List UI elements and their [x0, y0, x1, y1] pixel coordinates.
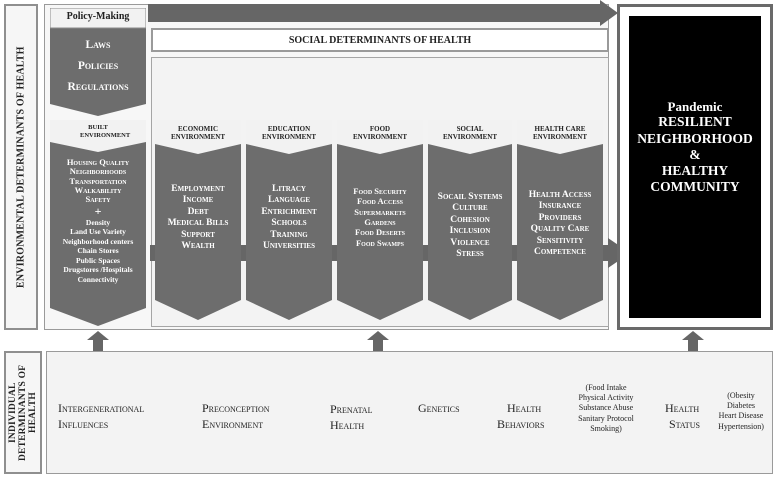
built-item: Neighborhoods: [69, 166, 127, 177]
policy-item: Policies: [77, 60, 119, 72]
up-arrow-left: [87, 331, 109, 351]
health-care-item: Health Access: [528, 190, 592, 200]
health-care-chevron-shape: [517, 120, 603, 320]
policy-items: Laws Policies Regulations: [50, 35, 146, 98]
up-arrow-middle: [367, 331, 389, 351]
education-item: Schools: [271, 218, 307, 229]
economic-item: Medical Bills: [167, 218, 229, 229]
education-item: Universities: [263, 240, 315, 251]
health-care-item: Providers: [538, 212, 582, 223]
food-chevron-shape: [337, 120, 423, 320]
health-care-item: Insurance: [538, 201, 582, 212]
intergenerational-influences: Intergenerational Influences: [58, 401, 145, 432]
economic-item: Income: [182, 195, 214, 206]
health-care-header: HEALTH CARE ENVIRONMENT: [532, 125, 588, 142]
education-items: Litracy Language Entrichment Schools Tra…: [246, 184, 332, 252]
education-item: Entrichment: [261, 206, 317, 217]
economic-item: Support: [181, 229, 215, 240]
health-care-item: Sensitivity: [536, 235, 584, 246]
outcome-line: &: [689, 146, 701, 162]
education-environment-column: EDUCATION ENVIRONMENT Litracy Language E…: [246, 120, 332, 320]
preconception-environment: Preconception Environment: [202, 401, 270, 432]
health-behaviors: Health Behaviors: [497, 401, 545, 432]
policy-item: Laws: [85, 39, 111, 51]
social-header: SOCIAL ENVIRONMENT: [442, 125, 498, 142]
social-item: Cohesion: [450, 214, 490, 225]
built-item: Connectivity: [77, 274, 119, 284]
economic-item: Debt: [187, 206, 209, 217]
policy-item: Regulations: [67, 81, 129, 93]
built-item: Housing Quality: [66, 157, 130, 167]
social-environment-column: SOCIAL ENVIRONMENT Socail Systems Cultur…: [428, 120, 512, 320]
built-items: Housing Quality Neighborhoods Transporta…: [50, 157, 146, 284]
food-item: Food Swamps: [355, 237, 405, 248]
social-items: Socail Systems Culture Cohesion Inclusio…: [428, 192, 512, 260]
food-item: Food Security: [353, 186, 407, 196]
education-item: Litracy: [272, 184, 306, 194]
individual-panel: [46, 351, 773, 474]
prenatal-health: Prenatal Health: [330, 402, 373, 433]
built-header: BUILT ENVIRONMENT: [80, 124, 131, 139]
social-item: Stress: [456, 248, 484, 259]
outcome-line: NEIGHBORHOOD: [637, 130, 753, 146]
economic-header: ECONOMIC ENVIRONMENT: [170, 125, 226, 142]
health-behaviors-list: (Food Intake Physical Activity Substance…: [578, 383, 634, 433]
food-items: Food Security Food Access Supermarkets G…: [337, 186, 423, 248]
individual-determinants-label: INDIVIDUAL DETERMINANTS OF HEALTH: [4, 351, 42, 474]
built-item: Chain Stores: [77, 246, 119, 256]
food-item: Supermarkets: [354, 206, 406, 217]
economic-items: Employment Income Debt Medical Bills Sup…: [155, 184, 241, 252]
health-care-items: Health Access Insurance Providers Qualit…: [517, 190, 603, 258]
built-item: Land Use Variety: [70, 227, 126, 237]
top-flow-arrow: [148, 0, 618, 26]
built-item: Walkability: [74, 185, 122, 196]
outcome-line: RESILIENT: [658, 114, 732, 130]
policy-title: Policy-Making: [66, 11, 130, 22]
economic-item: Employment: [171, 184, 225, 194]
built-item: Neighborhood centers: [62, 236, 134, 246]
economic-chevron-shape: [155, 120, 241, 320]
social-chevron-shape: [428, 120, 512, 320]
health-status: Health Status: [665, 401, 700, 432]
economic-item: Wealth: [181, 240, 215, 251]
outcome-line: COMMUNITY: [650, 179, 740, 195]
policy-making-box: Policy-Making Laws Policies Regulations: [50, 8, 146, 116]
social-item: Socail Systems: [437, 192, 503, 202]
built-item: Density: [85, 217, 111, 227]
health-care-item: Quality Care: [530, 224, 590, 235]
outcome-box: Pandemic RESILIENT NEIGHBORHOOD & HEALTH…: [617, 4, 773, 330]
outcome-inner: Pandemic RESILIENT NEIGHBORHOOD & HEALTH…: [629, 16, 761, 318]
education-chevron-shape: [246, 120, 332, 320]
health-status-list: (Obesity Diabetes Heart Disease Hyperten…: [718, 391, 764, 431]
education-item: Language: [267, 195, 311, 206]
environmental-determinants-label: ENVIRONMENTAL DETERMINANTS OF HEALTH: [4, 4, 38, 330]
education-header: EDUCATION ENVIRONMENT: [261, 125, 317, 142]
built-environment-column: BUILT ENVIRONMENT Housing Quality Neighb…: [50, 120, 146, 326]
built-item: Public Spaces: [76, 255, 120, 265]
policy-chevron-shape: [50, 8, 146, 116]
social-item: Violence: [450, 237, 490, 248]
built-chevron-shape: [50, 120, 146, 326]
food-environment-column: FOOD ENVIRONMENT Food Security Food Acce…: [337, 120, 423, 320]
social-item: Culture: [452, 203, 488, 214]
economic-environment-column: ECONOMIC ENVIRONMENT Employment Income D…: [155, 120, 241, 320]
outcome-line: HEALTHY: [661, 162, 729, 178]
up-arrow-right: [682, 331, 704, 351]
food-item: Gardens: [364, 217, 396, 228]
genetics: Genetics: [418, 401, 460, 415]
plus-sign: +: [94, 203, 102, 218]
built-item: Drugstores /Hospitals: [63, 265, 133, 275]
health-care-item: Competence: [534, 246, 586, 257]
built-item: Transportation: [69, 175, 127, 186]
food-item: Food Access: [357, 196, 403, 207]
built-item: Safety: [85, 194, 111, 205]
outcome-line: Pandemic: [667, 98, 723, 114]
social-item: Inclusion: [449, 226, 491, 237]
sdoh-header: SOCIAL DETERMINANTS OF HEALTH: [151, 28, 609, 52]
education-item: Training: [270, 229, 308, 240]
food-header: FOOD ENVIRONMENT: [352, 125, 408, 142]
food-item: Food Deserts: [355, 227, 405, 238]
health-care-environment-column: HEALTH CARE ENVIRONMENT Health Access In…: [517, 120, 603, 320]
